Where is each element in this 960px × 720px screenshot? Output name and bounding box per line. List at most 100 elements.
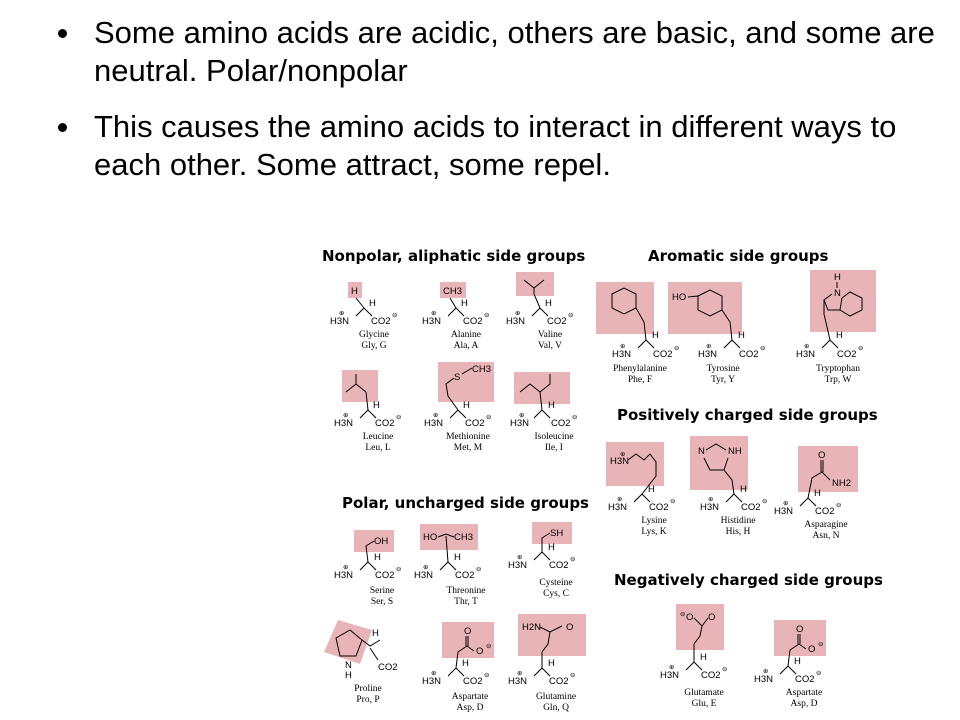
- carboxyl-label: CO2: [463, 316, 483, 327]
- side-chain-label-2: O: [808, 644, 815, 655]
- amino-acid-abbr: Thr, T: [454, 597, 478, 607]
- plus-charge: ⊕: [519, 412, 525, 419]
- alpha-h-label: H: [548, 658, 555, 669]
- structure-diagram: CH3 H ⊕ H3N CO2 ⊖: [422, 282, 490, 327]
- structure-diagram: H ⊕ H3N CO2 ⊖: [334, 370, 402, 429]
- minus-charge: ⊖: [570, 556, 576, 563]
- amino-acid-isoleucine: H ⊕ H3N CO2 ⊖ Isoleucine Ile, I: [506, 370, 602, 454]
- carboxyl-label: CO2: [378, 662, 398, 673]
- amino-acid-abbr: His, H: [725, 527, 751, 537]
- bullet-item: This causes the amino acids to interact …: [58, 108, 938, 184]
- minus-charge: ⊖: [670, 498, 676, 505]
- alpha-h-label: H: [548, 400, 555, 411]
- section-title-negative: Negatively charged side groups: [614, 571, 883, 589]
- plus-charge: ⊕: [804, 343, 810, 350]
- minus-charge: ⊖: [392, 312, 398, 319]
- section-title-polar: Polar, uncharged side groups: [342, 494, 589, 512]
- structure-diagram: H3N ⊕ H ⊕ H3N CO2 ⊖: [606, 442, 676, 513]
- minus-charge: ⊖: [396, 566, 402, 573]
- amine-label: H3N: [422, 316, 441, 327]
- amino-acid-abbr: Glu, E: [691, 699, 717, 709]
- side-chain-label-2: O: [708, 612, 715, 623]
- amino-acid-abbr: Gly, G: [361, 341, 387, 351]
- carboxyl-label: CO2: [549, 560, 569, 571]
- carboxyl-label: CO2: [463, 676, 483, 687]
- carboxyl-label: CO2: [815, 506, 835, 517]
- minus-charge: ⊖: [858, 345, 864, 352]
- alpha-h-label: H: [740, 484, 747, 495]
- amino-acid-name: Aspartate: [451, 692, 489, 702]
- amino-acid-name: Serine: [369, 586, 395, 596]
- alpha-h-label: H: [454, 552, 461, 563]
- side-chain-label: H2N: [522, 622, 541, 633]
- carboxyl-label: CO2: [551, 418, 571, 429]
- minus-charge: ⊖: [760, 345, 766, 352]
- side-chain-highlight: [514, 372, 570, 404]
- alpha-h-label: H: [794, 656, 801, 667]
- side-chain-highlight: [420, 524, 478, 550]
- minus-charge: ⊖: [476, 566, 482, 573]
- plus-charge: ⊕: [617, 496, 623, 503]
- amino-acid-aspartate: O O ⊖ H ⊕ H3N CO2 ⊖ Aspartate Asp, D: [422, 620, 518, 714]
- section-title-positive: Positively charged side groups: [617, 406, 878, 424]
- carboxyl-label: CO2: [549, 676, 569, 687]
- side-chain-label: O: [464, 626, 471, 637]
- amino-acid-name: Proline: [354, 684, 382, 694]
- alpha-h-label: H: [463, 400, 470, 411]
- carboxyl-label: CO2: [795, 674, 815, 685]
- minus-charge: ⊖: [568, 312, 574, 319]
- amino-acid-name: Glycine: [358, 330, 390, 340]
- section-title-aromatic: Aromatic side groups: [648, 247, 829, 265]
- amino-acid-cysteine: SH H ⊕ H3N CO2 ⊖ Cysteine Cys, C: [508, 520, 604, 600]
- structure-diagram: N NH H ⊕ H3N CO2 ⊖: [690, 436, 768, 513]
- plus-charge: ⊕: [343, 412, 349, 419]
- side-chain-label-2: CH3: [472, 364, 491, 375]
- plus-charge: ⊕: [783, 500, 789, 507]
- amino-acid-abbr: Tyr, Y: [711, 375, 735, 385]
- side-chain-label: H: [351, 286, 358, 297]
- side-chain-label: HO: [672, 292, 686, 303]
- amino-acid-name: Alanine: [450, 330, 482, 340]
- bullet-dot: [58, 29, 67, 38]
- amine-label: H3N: [334, 418, 353, 429]
- amino-acid-abbr: Trp, W: [824, 375, 852, 385]
- side-chain-label: N: [345, 660, 352, 671]
- amino-acid-abbr: Ser, S: [370, 597, 394, 607]
- amino-acid-abbr: Phe, F: [627, 375, 653, 385]
- section-title-nonpolar: Nonpolar, aliphatic side groups: [322, 247, 586, 265]
- amino-acid-name: Isoleucine: [534, 432, 574, 442]
- alpha-h-label: H: [814, 488, 821, 499]
- alpha-h-label: H: [372, 628, 379, 639]
- bullet-text: This causes the amino acids to interact …: [94, 109, 897, 182]
- minus-charge: ⊖: [572, 414, 578, 421]
- structure-diagram: H ⊕ H3N CO2 ⊖: [510, 372, 578, 429]
- side-chain-label: H: [834, 272, 841, 283]
- plus-charge: ⊕: [763, 668, 769, 675]
- amine-label: H3N: [660, 670, 679, 681]
- plus-charge: ⊕: [343, 564, 349, 571]
- amino-acid-abbr: Asp, D: [456, 703, 484, 713]
- amine-label: H3N: [414, 570, 433, 581]
- amino-acid-glutamine: H2N O H ⊕ H3N CO2 ⊖ Glutamine Gln, Q: [508, 612, 604, 714]
- amino-acid-valine: H ⊕ H3N CO2 ⊖ Valine Val, V: [502, 270, 598, 352]
- amino-acid-name: Glutamine: [535, 692, 577, 702]
- amine-label: H3N: [612, 349, 631, 360]
- plus-charge: ⊕: [517, 554, 523, 561]
- structure-diagram: O O ⊖ H ⊕ H3N CO2 ⊖: [754, 620, 826, 685]
- alpha-h-label: H: [369, 298, 376, 309]
- structure-diagram: H H ⊕ H3N CO2 ⊖: [330, 282, 398, 327]
- amino-acid-asparagine: O NH2 H ⊕ H3N CO2 ⊖ Asparagine Asn, N: [774, 446, 874, 542]
- plus-charge: ⊕: [517, 670, 523, 677]
- amine-label: H3N: [334, 570, 353, 581]
- side-chain-highlight: [348, 282, 362, 298]
- structure-diagram: HO CH3 H ⊕ H3N CO2 ⊖: [414, 524, 482, 581]
- side-chain-label: N: [698, 446, 705, 457]
- amino-acid-proline: N H H CO2 Proline Pro, P: [320, 618, 416, 706]
- structure-diagram: ⊖ O O H ⊕ H3N CO2 ⊖: [660, 604, 728, 681]
- side-chain-label: HO: [423, 532, 437, 543]
- side-chain-label: O: [796, 624, 803, 635]
- carboxyl-label: CO2: [375, 418, 395, 429]
- plus-charge: ⊕: [515, 310, 521, 317]
- alpha-h-label: H: [462, 658, 469, 669]
- alpha-h-label: H: [738, 330, 745, 341]
